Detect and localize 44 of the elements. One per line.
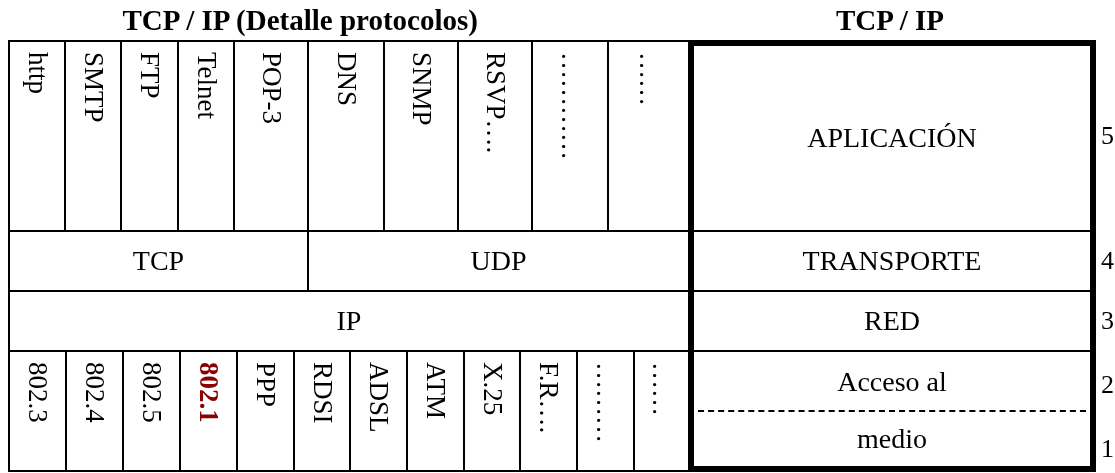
protocol-name: …… — [648, 362, 675, 416]
protocol-name: UDP — [470, 245, 527, 277]
layer-cell — [688, 410, 1096, 472]
protocol-name: ……… — [592, 362, 619, 443]
protocol-name: RDSI — [308, 362, 336, 424]
protocol-name: F.R…. — [535, 362, 562, 434]
layer-number: 2 — [1101, 372, 1114, 398]
layer-cell — [688, 350, 1096, 412]
table-heading: TCP / IP (Detalle protocolos) — [122, 6, 478, 35]
protocol-name: SNMP — [407, 52, 435, 126]
layer-name: medio — [857, 423, 927, 455]
protocol-name: …… — [635, 52, 662, 106]
layer-number: 3 — [1101, 308, 1114, 334]
protocol-name: POP-3 — [257, 52, 285, 125]
protocol-name: ATM — [422, 362, 449, 419]
protocol-name: Telnet — [192, 52, 220, 120]
protocol-name: 802.4 — [81, 362, 108, 423]
protocol-name: IP — [336, 305, 362, 337]
table-heading: TCP / IP — [836, 6, 944, 35]
protocol-cell — [8, 40, 66, 232]
layer-name: Acceso al — [837, 366, 947, 398]
protocol-name: PPP — [252, 362, 279, 408]
layer-name: RED — [864, 305, 920, 337]
protocol-name: 802.3 — [24, 362, 51, 423]
layer-cell — [688, 40, 1096, 232]
protocol-name: http — [23, 52, 51, 94]
protocol-name: DNS — [332, 52, 360, 106]
protocol-name: RSVP…. — [481, 52, 509, 154]
layer-number: 5 — [1101, 123, 1114, 149]
layer-number: 1 — [1101, 436, 1114, 462]
layer-cell — [688, 290, 1096, 352]
layer-name: APLICACIÓN — [807, 122, 977, 154]
protocol-name: 802.5 — [138, 362, 165, 423]
protocol-cell — [8, 350, 67, 472]
layer-number: 4 — [1101, 248, 1114, 274]
protocol-name: SMTP — [79, 52, 107, 123]
protocol-name: FTP — [136, 52, 163, 99]
protocol-name: ………… — [556, 52, 584, 160]
layer-name: TRANSPORTE — [802, 245, 982, 277]
protocol-name: TCP — [132, 245, 185, 277]
protocol-name: X.25 — [478, 362, 506, 416]
layer-cell — [688, 230, 1096, 292]
protocol-name: ADSL — [365, 362, 392, 433]
protocol-name: 802.1 — [195, 362, 222, 423]
